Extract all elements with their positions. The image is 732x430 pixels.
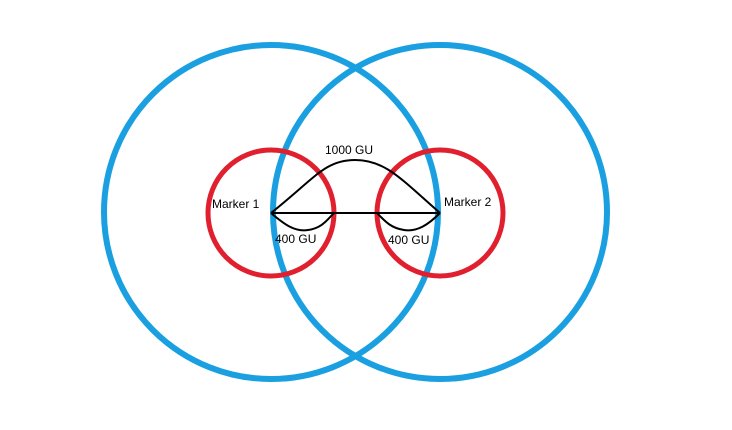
distance-label-marker-1: 400 GU [275, 232, 316, 246]
distance-label-between-markers: 1000 GU [325, 143, 373, 157]
distance-brace-marker-2 [376, 212, 441, 232]
marker-2-label: Marker 2 [444, 195, 492, 209]
distance-brace-marker-1 [270, 212, 335, 232]
distance-brace-1000 [270, 158, 441, 214]
marker-1-label: Marker 1 [212, 197, 260, 211]
distance-label-marker-2: 400 GU [388, 233, 429, 247]
